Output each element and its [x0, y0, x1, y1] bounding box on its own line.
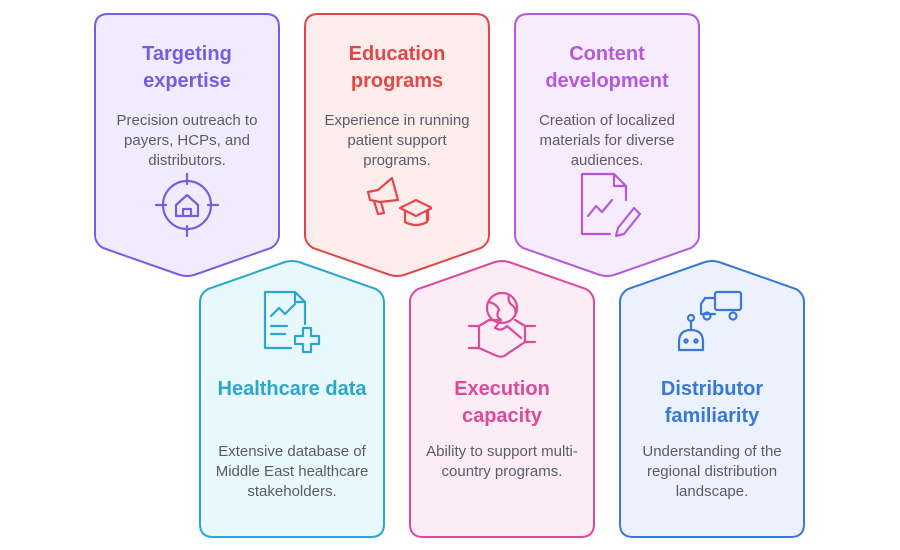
card-healthcare-data: Healthcare data Extensive database of Mi… — [199, 260, 385, 538]
card-shape — [199, 260, 385, 538]
card-title: Distributor familiarity — [660, 378, 764, 427]
card-description: Extensive database of Middle East health… — [215, 443, 369, 500]
card-description: Ability to support multi-country program… — [426, 443, 578, 480]
card-shape — [619, 260, 805, 538]
card-education-programs: Education programs Experience in running… — [304, 13, 490, 277]
card-shape — [514, 13, 700, 277]
megaphone-graduation-cap-icon — [366, 176, 432, 227]
card-title: Content development — [545, 43, 669, 92]
target-home-icon — [154, 172, 220, 238]
card-distributor-familiarity: Distributor familiarity Understanding of… — [619, 260, 805, 538]
card-title: Execution capacity — [454, 378, 550, 427]
globe-handshake-icon — [467, 291, 537, 358]
card-shape — [409, 260, 595, 538]
card-description: Experience in running patient support pr… — [324, 112, 470, 169]
card-description: Creation of localized materials for dive… — [539, 112, 675, 169]
card-shape — [94, 13, 280, 277]
card-title: Education programs — [348, 43, 446, 92]
card-content-development: Content development Creation of localize… — [514, 13, 700, 277]
card-title: Targeting expertise — [142, 43, 232, 92]
card-shape — [304, 13, 490, 277]
medical-document-plus-icon — [263, 290, 321, 354]
truck-robot-icon — [677, 290, 743, 352]
card-execution-capacity: Execution capacity Ability to support mu… — [409, 260, 595, 538]
card-targeting-expertise: Targeting expertise Precision outreach t… — [94, 13, 280, 277]
card-title: Healthcare data — [217, 378, 367, 400]
document-chart-pencil-icon — [580, 172, 642, 238]
card-description: Understanding of the regional distributi… — [642, 443, 782, 500]
card-description: Precision outreach to payers, HCPs, and … — [116, 112, 258, 169]
